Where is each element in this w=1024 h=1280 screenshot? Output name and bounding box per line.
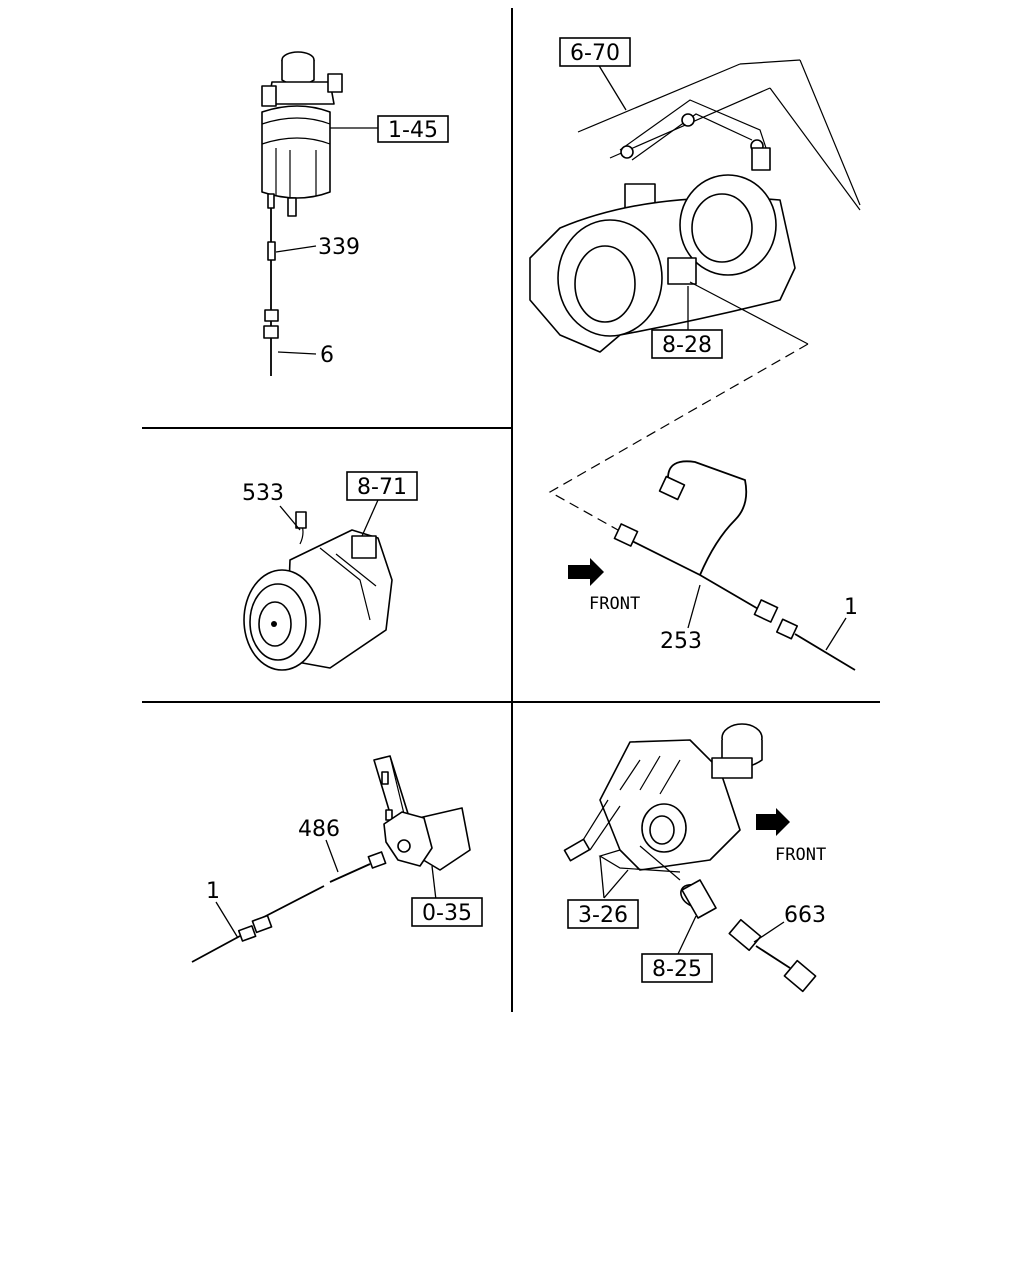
ref-box-1-45-label: 1-45: [388, 118, 438, 143]
wire-harness-drawing: [613, 460, 856, 671]
fuel-filter-panel: 1-45 339 6: [261, 51, 449, 376]
ref-box-8-28: [651, 329, 723, 359]
ref-box-8-71-label: 8-71: [357, 475, 407, 500]
switch-harness-drawing: [191, 851, 387, 963]
part-number-6: 6: [320, 343, 334, 368]
ref-box-0-35-label: 0-35: [422, 901, 472, 926]
ref-box-1-45: [377, 115, 449, 143]
part-number-1-switch: 1: [206, 879, 220, 904]
horn-drawing: [529, 174, 809, 353]
part-number-533: 533: [242, 481, 284, 506]
ref-box-6-70: [559, 37, 631, 67]
part-number-253: 253: [660, 629, 702, 654]
ref-box-8-71: [346, 471, 418, 501]
compressor-panel: 533 8-71: [242, 471, 418, 671]
bracket-drawing: [373, 755, 471, 871]
panel-dividers: [142, 8, 880, 1012]
part-number-663: 663: [784, 903, 826, 928]
ref-box-8-25-label: 8-25: [652, 957, 702, 982]
horn-harness-panel: 6-70 8-28 FRONT 253 1: [529, 37, 861, 671]
front-arrow-icon: [756, 808, 790, 836]
part-number-339: 339: [318, 235, 360, 260]
front-label-pump: FRONT: [775, 845, 826, 865]
ref-box-8-25: [641, 953, 713, 983]
pump-sensor-panel: FRONT 3-26 8-25 663: [563, 723, 826, 993]
front-arrow-icon: [568, 558, 604, 586]
part-number-486: 486: [298, 817, 340, 842]
vehicle-frame-drawing: [577, 59, 861, 211]
fuel-filter-drawing: [261, 51, 343, 376]
ref-box-6-70-label: 6-70: [570, 41, 620, 66]
ref-box-8-28-label: 8-28: [662, 333, 712, 358]
ref-box-0-35: [411, 897, 483, 927]
pressure-sensor-drawing: [639, 845, 717, 919]
compressor-drawing: [243, 511, 393, 671]
sensor-connector-drawing: [728, 918, 817, 993]
part-number-1-harness: 1: [844, 595, 858, 620]
front-label: FRONT: [589, 594, 640, 614]
ref-box-3-26-label: 3-26: [578, 903, 628, 928]
bracket-switch-panel: 486 1 0-35: [191, 755, 483, 963]
ref-box-3-26: [567, 899, 639, 929]
pump-drawing: [563, 723, 763, 873]
